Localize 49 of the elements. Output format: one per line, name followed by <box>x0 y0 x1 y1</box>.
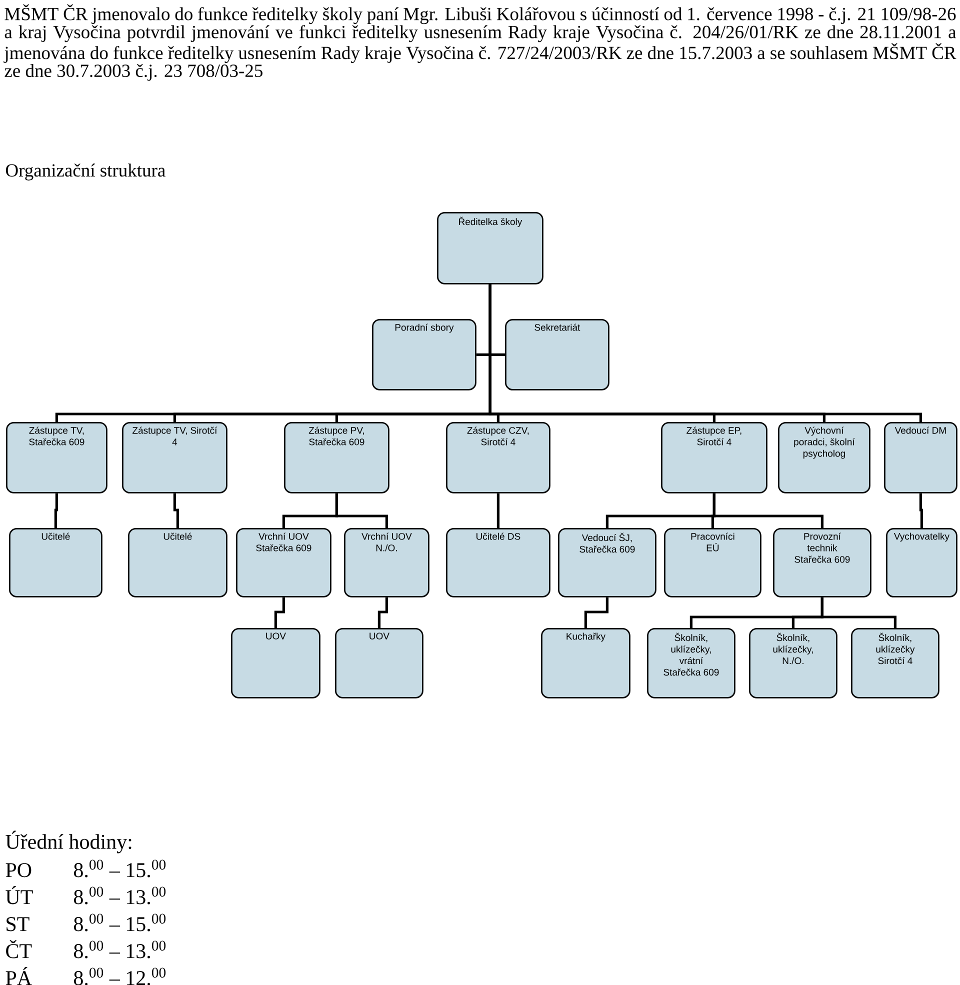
hours-text: 8.$^{00}$ – 13.$^{00}$ <box>74 886 166 904</box>
connector-line <box>584 597 608 628</box>
connector-line <box>274 597 285 628</box>
day-label: ÚT <box>6 886 33 904</box>
connector-line <box>496 493 500 528</box>
org-box: Učitelé <box>9 528 102 598</box>
connector-line <box>919 493 923 528</box>
org-box: Školník, uklízečky, vrátní Stařečka 609 <box>647 628 736 698</box>
org-box: Zástupce CZV, Sirotčí 4 <box>446 422 550 494</box>
org-box: Vedoucí ŠJ, Stařečka 609 <box>558 528 656 598</box>
hours-text: 8.$^{00}$ – 15.$^{00}$ <box>74 914 166 932</box>
paragraph: MŠMT ČR jmenovalo do funkce ředitelky školy paní Mgr. Libuši Kolářovou s účinností od 1. července 1998 - č.j. 21 109/98-26 a kraj Vysočina potvrdil jmenování ve funkci ředitelky usnesením Rady kraje Vysočina č. 204/26/01/RK ze dne 28.11.2001 a jmenována do funkce ředitelky usnesením Rady kraje Vysočina č. 727/24/2003/RK ze dne 15.7.2003 a se souhlasem MŠMT ČR ze dne 30.7.2003 č.j. 23 708/03-25 <box>4 4 956 81</box>
heading: Organizační struktura <box>6 164 166 180</box>
day-label: PÁ <box>6 966 32 985</box>
connector-line <box>712 493 824 528</box>
org-box: Učitelé DS <box>446 528 550 598</box>
day-label: ST <box>6 917 30 932</box>
connector-line <box>335 493 388 528</box>
org-box: Vrchní UOV N./O. <box>344 528 430 598</box>
hours-heading: Úřední hodiny: <box>6 830 132 854</box>
org-box: Zástupce TV, Stařečka 609 <box>6 422 108 494</box>
org-box: Učitelé <box>128 528 228 598</box>
org-box: Sekretariát <box>505 319 610 390</box>
org-box: Provozní technik Stařečka 609 <box>773 528 872 598</box>
org-box: Kuchařky <box>541 628 630 698</box>
org-box: Zástupce EP, Sirotčí 4 <box>661 422 768 494</box>
org-box: Výchovní poradci, školní psycholog <box>778 422 870 494</box>
org-box: Vychovatelky <box>886 528 958 598</box>
org-box: Zástupce TV, Sirotčí 4 <box>122 422 228 494</box>
org-box: Vedoucí DM <box>884 422 958 494</box>
org-box: Zástupce PV, Stařečka 609 <box>284 422 390 494</box>
org-box: Pracovníci EÚ <box>664 528 762 598</box>
org-box: Školník, uklízečky Sirotčí 4 <box>851 628 940 698</box>
connector-line <box>820 597 896 628</box>
org-box: Poradní sbory <box>372 319 476 390</box>
org-box: UOV <box>231 628 320 698</box>
org-box: Školník, uklízečky, N./O. <box>749 628 838 698</box>
hours-text: 8.$^{00}$ – 13.$^{00}$ <box>74 940 166 958</box>
connector-line <box>488 284 922 422</box>
connector-line <box>378 597 388 628</box>
day-label: PO <box>6 863 32 878</box>
org-box: Ředitelka školy <box>437 212 544 284</box>
org-box: Vrchní UOV Stařečka 609 <box>236 528 332 598</box>
day-label: ČT <box>6 940 32 958</box>
connector-line <box>173 493 179 528</box>
org-box: UOV <box>335 628 424 698</box>
hours-text: 8.$^{00}$ – 15.$^{00}$ <box>74 860 166 878</box>
connector-line <box>54 493 58 528</box>
hours-text: 8.$^{00}$ – 12.$^{00}$ <box>74 968 166 985</box>
